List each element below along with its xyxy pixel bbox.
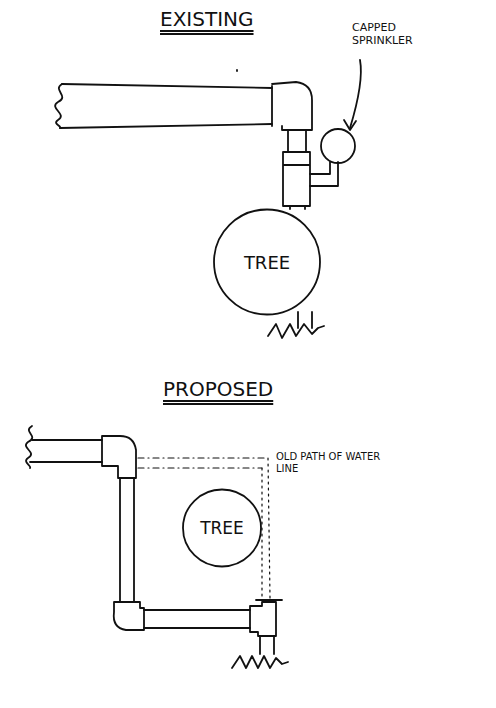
elbow xyxy=(114,602,144,630)
elbow xyxy=(250,600,282,636)
elbow xyxy=(102,436,136,478)
pipe xyxy=(120,478,134,602)
pipe xyxy=(60,84,272,128)
callout-label: CAPPED SPRINKLER xyxy=(352,22,452,47)
tee xyxy=(283,152,310,206)
wavy-cut xyxy=(232,656,288,668)
tree-circle: TREE xyxy=(181,487,263,569)
pipe xyxy=(260,636,274,654)
pipe xyxy=(288,130,306,152)
pipe xyxy=(30,440,102,462)
old-path xyxy=(262,458,270,598)
tree-circle: TREE xyxy=(212,207,322,317)
leader-arrow xyxy=(344,120,356,130)
pipe xyxy=(290,206,305,212)
tree-label: TREE xyxy=(212,252,322,273)
callout-label: OLD PATH OF WATER LINE xyxy=(276,451,394,474)
old-path xyxy=(138,458,268,468)
sprinkler-arm xyxy=(310,162,338,186)
wavy-cut xyxy=(55,84,62,128)
tree-label: TREE xyxy=(181,518,263,538)
ref-dot xyxy=(236,70,238,71)
wavy-cut xyxy=(268,324,324,338)
leader-line xyxy=(350,60,361,128)
section-title: PROPOSED xyxy=(163,378,293,401)
section-title: EXISTING xyxy=(160,8,280,31)
capped-sprinkler xyxy=(321,129,355,163)
pipe xyxy=(144,610,250,628)
elbow xyxy=(272,82,312,130)
